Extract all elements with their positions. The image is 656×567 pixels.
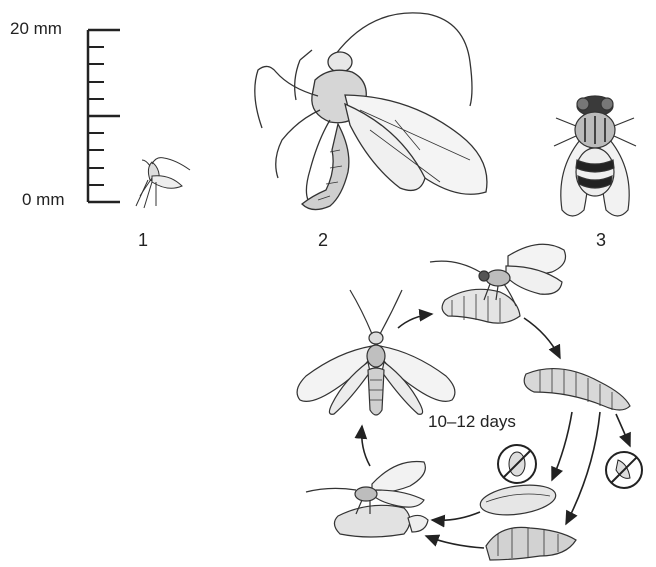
large-ichneumon-wasp-icon (255, 13, 487, 210)
wasp-emerging-from-cocoon-icon (306, 461, 428, 537)
no-moth-emerges-icon (606, 452, 642, 488)
dead-caterpillar-icon (486, 527, 576, 560)
tachinid-fly-icon (554, 96, 636, 216)
cocoon-icon (478, 481, 557, 519)
parasitized-caterpillar-icon (524, 368, 630, 410)
adult-wasp-icon (297, 290, 455, 415)
no-moth-pupa-icon (498, 445, 536, 483)
scale-bar-icon (88, 30, 120, 202)
tiny-parasitoid-wasp-icon (136, 158, 190, 208)
wasp-ovipositing-on-caterpillar-icon (430, 244, 566, 323)
